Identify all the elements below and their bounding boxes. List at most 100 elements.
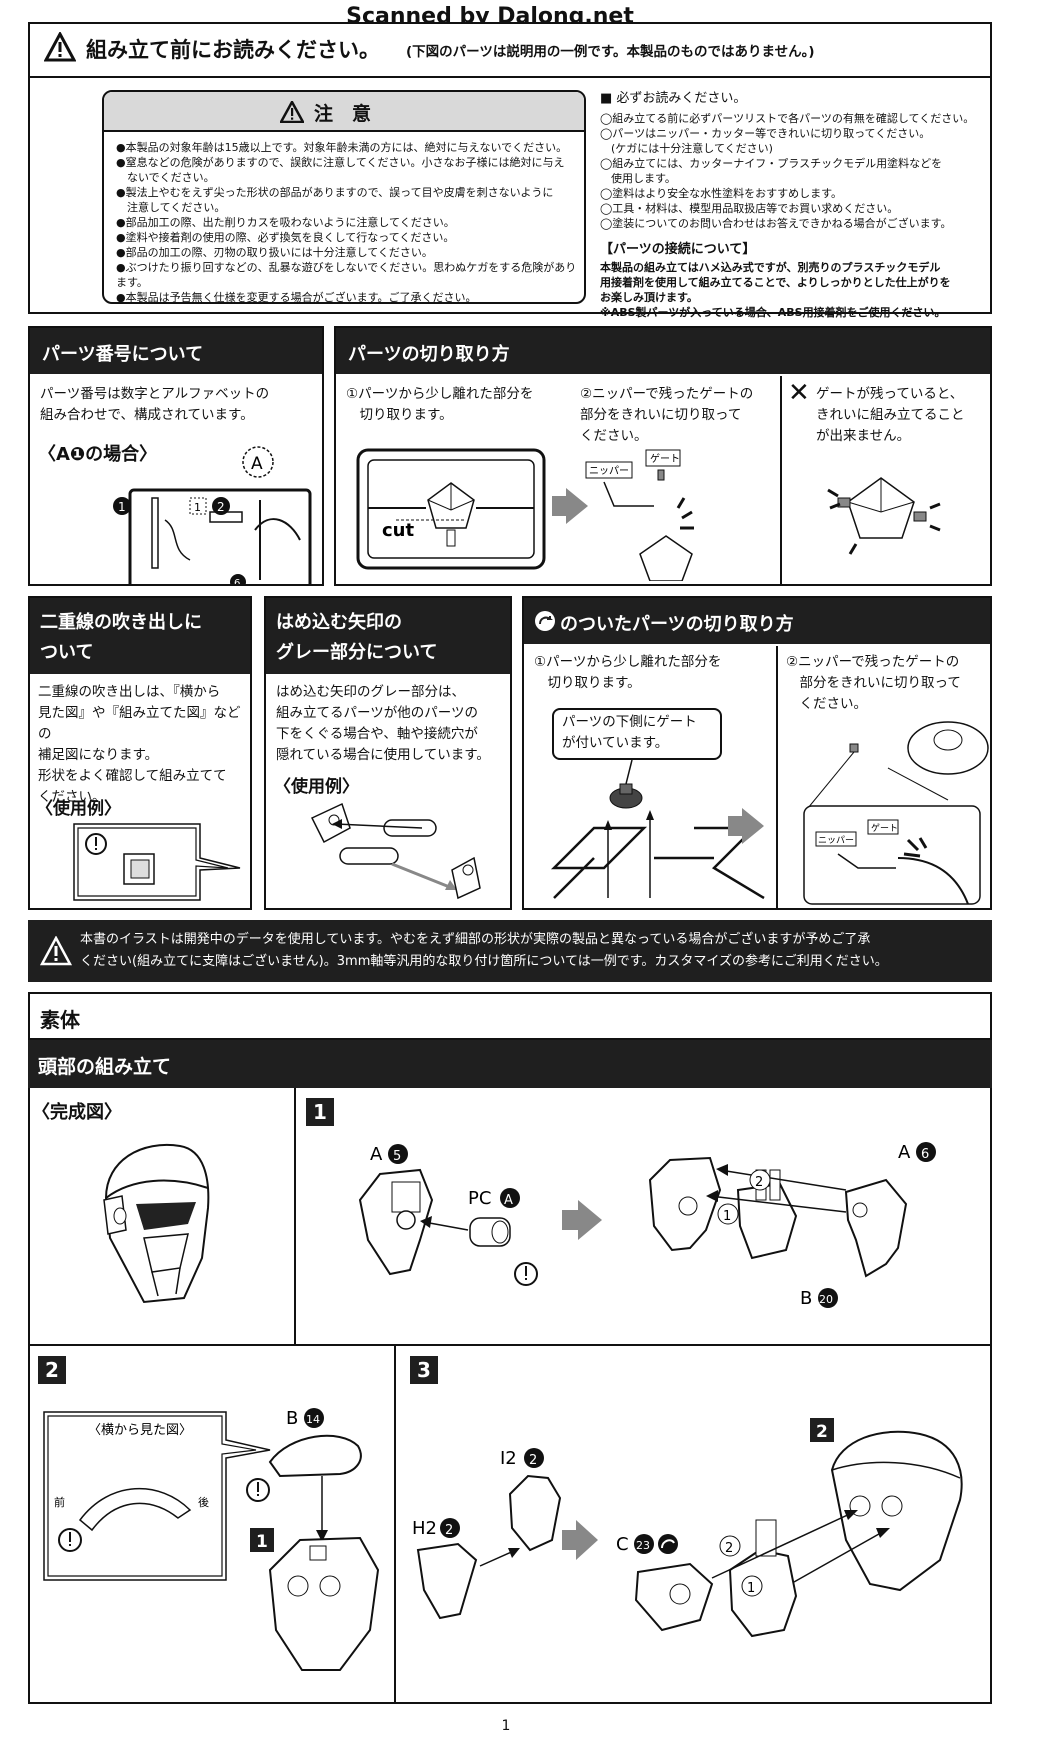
joint-item: ※ABS製パーツが入っている場合、ABS用接着剤をご使用ください。 bbox=[600, 306, 946, 319]
step1-illustration: A 5 PC A 2 1 A 6 B 20 bbox=[358, 1142, 936, 1309]
must-read-item: ◯組み立てる前に必ずパーツリストで各パーツの有無を確認してください。 bbox=[600, 112, 975, 125]
step2-ref-badge: 1 bbox=[256, 1532, 268, 1552]
complete-label: 〈完成図〉 bbox=[32, 1102, 122, 1123]
must-read-item: 使用します。 bbox=[600, 172, 676, 185]
cutting-ng-line: ゲートが残っていると、 bbox=[816, 386, 964, 402]
double-line-line: ください。 bbox=[38, 789, 106, 805]
warning-icon bbox=[44, 32, 76, 62]
runner-letter-label: A bbox=[251, 454, 263, 474]
step1-arrow-2: 2 bbox=[755, 1175, 763, 1190]
caution-list: ●本製品の対象年齢は15歳以上です。対象年齢未満の方には、絶対に与えないでくださ… bbox=[116, 140, 586, 305]
marked-parts-title: のついたパーツの切り取り方 bbox=[524, 598, 990, 644]
section-subtitle: 頭部の組み立て bbox=[28, 1040, 992, 1088]
step2-badge: 2 bbox=[38, 1356, 66, 1384]
joint-item: 本製品の組み立てはハメ込み式ですが、別売りのプラスチックモデル bbox=[600, 261, 941, 274]
caution-item: 注意してください。 bbox=[116, 201, 226, 214]
step1-num-a6: 6 bbox=[921, 1147, 929, 1162]
front-label: 前 bbox=[54, 1495, 65, 1509]
step1-badge: 1 bbox=[306, 1098, 334, 1126]
marked-parts-panel: のついたパーツの切り取り方 ①パーツから少し離れた部分を 切り取ります。 パーツ… bbox=[522, 596, 992, 910]
cutting-step2-line: ②ニッパーで残ったゲートの bbox=[580, 386, 754, 402]
marked-step2-line: ②ニッパーで残ったゲートの bbox=[786, 654, 960, 670]
section-name-box: 素体 bbox=[28, 992, 992, 1040]
double-line-example: 〈使用例〉 bbox=[36, 799, 121, 819]
caution-box: 注 意 ●本製品の対象年齢は15歳以上です。対象年齢未満の方には、絶対に与えない… bbox=[102, 90, 586, 304]
marked-step2-line: 部分をきれいに切り取って bbox=[786, 675, 961, 691]
step2-illustration: 〈横から見た図〉 前 後 B 14 1 bbox=[43, 1408, 380, 1671]
caution-item: ●部品加工の際、出た削りカスを吸わないように注意してください。 bbox=[116, 216, 455, 229]
must-read-item: ◯塗料はより安全な水性塗料をおすすめします。 bbox=[600, 187, 842, 200]
back-label: 後 bbox=[198, 1495, 209, 1509]
notice-bar: 本書のイラストは開発中のデータを使用しています。やむをえず細部の形状が実際の製品… bbox=[28, 920, 992, 982]
part-number-panel: パーツ番号について パーツ番号は数字とアルファベットの 組み合わせで、構成されて… bbox=[28, 326, 324, 586]
grey-arrow-example: 〈使用例〉 bbox=[274, 777, 359, 797]
page-number: 1 bbox=[501, 1718, 511, 1734]
step1-mark-pc: A bbox=[504, 1193, 513, 1208]
marked-runner-illustration bbox=[550, 759, 765, 900]
grey-arrow-line: 下をくぐる場合や、軸や接続穴が bbox=[276, 726, 478, 742]
double-line-title-line: ついて bbox=[40, 642, 94, 663]
caution-item: ●部品の加工の際、刃物の取り扱いには十分注意してください。 bbox=[116, 246, 433, 259]
cutting-ng-line: が出来ません。 bbox=[816, 428, 911, 444]
must-read-block: ■ 必ずお読みください。 ◯組み立てる前に必ずパーツリストで各パーツの有無を確認… bbox=[600, 88, 990, 320]
step1-num-a5: 5 bbox=[393, 1149, 401, 1164]
marked-step1-line: ①パーツから少し離れた部分を bbox=[534, 654, 722, 670]
ng-mark-icon: ✕ bbox=[788, 378, 810, 408]
notice-text: 本書のイラストは開発中のデータを使用しています。やむをえず細部の形状が実際の製品… bbox=[80, 929, 992, 973]
complete-head-illustration bbox=[103, 1144, 210, 1304]
gate-bubble-line: パーツの下側にゲート bbox=[562, 714, 697, 730]
double-line-text: 二重線の吹き出しは、『横から 見た図』や『組み立てた図』などの 補足図になります… bbox=[38, 682, 252, 808]
double-line-line: 形状をよく確認して組み立てて bbox=[38, 768, 227, 784]
read-before-subtitle: (下図のパーツは説明用の一例です。本製品のものではありません。) bbox=[406, 44, 815, 60]
grey-arrow-line: 隠れている場合に使用しています。 bbox=[276, 747, 490, 763]
gate-bubble-line: が付いています。 bbox=[562, 735, 669, 751]
joint-item: 用接着剤を使用して組み立てることで、よりしっかりとした仕上がりを bbox=[600, 276, 951, 289]
notice-line: 本書のイラストは開発中のデータを使用しています。やむをえず細部の形状が実際の製品… bbox=[80, 932, 871, 947]
caution-warning-icon bbox=[280, 101, 304, 123]
notice-warning-icon bbox=[40, 936, 72, 966]
gate-mark-icon bbox=[535, 611, 555, 631]
double-line-line: 補足図になります。 bbox=[38, 747, 159, 763]
joint-list: 本製品の組み立てはハメ込み式ですが、別売りのプラスチックモデル 用接着剤を使用し… bbox=[600, 260, 990, 320]
cutting-step2: ②ニッパーで残ったゲートの 部分をきれいに切り取って ください。 bbox=[580, 384, 780, 447]
double-line-line: 二重線の吹き出しは、『横から bbox=[38, 684, 221, 700]
caution-title: 注 意 bbox=[314, 103, 372, 125]
grid-divider-v2 bbox=[394, 1344, 396, 1702]
caution-item: ●ぶつけたり振り回すなどの、乱暴な遊びをしないでください。思わぬケガをする危険が… bbox=[116, 261, 577, 289]
caution-item: ●製法上やむをえず尖った形状の部品がありますので、誤って目や皮膚を刺さないように bbox=[116, 186, 554, 199]
side-view-label: 〈横から見た図〉 bbox=[88, 1423, 192, 1438]
caution-item: ないでください。 bbox=[116, 171, 215, 184]
steps-grid bbox=[28, 1088, 992, 1704]
double-line-line: 見た図』や『組み立てた図』などの bbox=[38, 705, 241, 742]
cutting-divider bbox=[780, 376, 782, 584]
grey-arrow-title: はめ込む矢印の グレー部分について bbox=[266, 598, 510, 674]
step3-arrow-1: 1 bbox=[747, 1581, 755, 1596]
step1-label-b20: B bbox=[800, 1288, 812, 1309]
step3-label-c23: C bbox=[616, 1534, 629, 1555]
step3-num-i2: 2 bbox=[529, 1453, 537, 1468]
step3-num-c23: 23 bbox=[636, 1539, 650, 1552]
caution-header: 注 意 bbox=[104, 92, 584, 132]
step1-label-pc: PC bbox=[468, 1188, 491, 1209]
nipper-label: ニッパー bbox=[589, 465, 629, 477]
grey-arrow-title-line: はめ込む矢印の bbox=[276, 612, 402, 633]
runner-num-2: 2 bbox=[217, 500, 225, 514]
step1-label-a6: A bbox=[898, 1142, 911, 1163]
marked-step1-line: 切り取ります。 bbox=[534, 675, 641, 691]
part-number-line: 組み合わせで、構成されています。 bbox=[40, 407, 254, 423]
cutting-step1-line: ①パーツから少し離れた部分を bbox=[346, 386, 534, 402]
runner-num-small: 1 bbox=[194, 501, 201, 514]
grid-divider-h bbox=[28, 1344, 992, 1346]
cutting-ng-text: ゲートが残っていると、 きれいに組み立てること が出来ません。 bbox=[816, 384, 988, 447]
step3-num-h2: 2 bbox=[445, 1523, 453, 1538]
step1-label-a5: A bbox=[370, 1144, 383, 1165]
gate-label: ゲート bbox=[650, 453, 680, 465]
must-read-list: ◯組み立てる前に必ずパーツリストで各パーツの有無を確認してください。 ◯パーツは… bbox=[600, 111, 990, 231]
grid-divider-v1 bbox=[294, 1088, 296, 1344]
caution-item: ●本製品は予告無く仕様を変更する場合がございます。ご了承ください。 bbox=[116, 291, 477, 304]
part-number-title: パーツ番号について bbox=[30, 328, 322, 374]
runner-num-6: 6 bbox=[234, 578, 240, 584]
step2-num-b14: 14 bbox=[306, 1413, 320, 1426]
must-read-item: ◯工具・材料は、模型用品取扱店等でお買い求めください。 bbox=[600, 202, 899, 215]
step3-label-h2: H2 bbox=[412, 1518, 437, 1539]
